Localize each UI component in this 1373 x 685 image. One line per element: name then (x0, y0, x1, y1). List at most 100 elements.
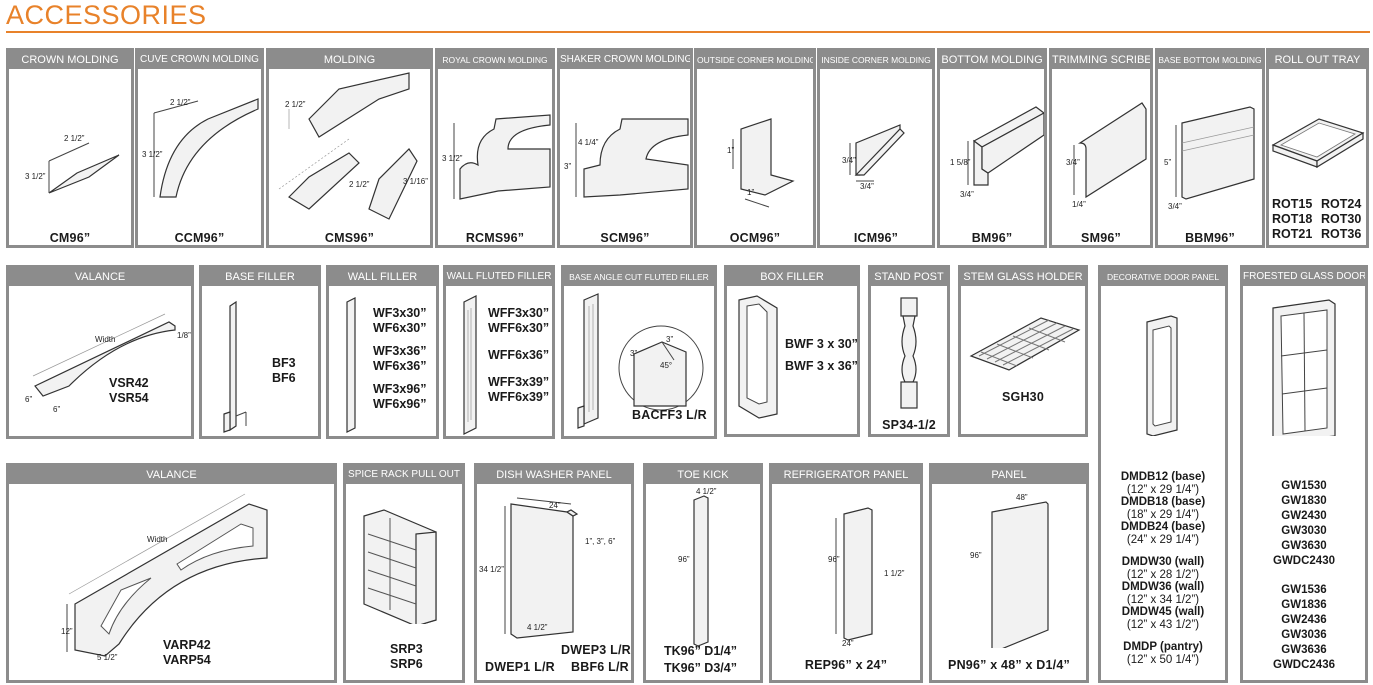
card-title: FROESTED GLASS DOOR (1243, 268, 1365, 286)
dim-left: 2 1/2” (349, 180, 370, 189)
product-size: (12” x 28 1/2”) (1126, 568, 1200, 581)
product-code: GW1530 (1281, 480, 1327, 492)
product-size: (12” x 43 1/2”) (1126, 618, 1200, 631)
decorative-door-panel-drawing (1146, 315, 1178, 436)
card-title: BOX FILLER (727, 268, 857, 286)
product-code: BBM96” (1185, 231, 1235, 245)
toe-kick-drawing: 4 1/2” 96” (678, 487, 717, 647)
product-size: (12” x 50 1/4”) (1126, 653, 1200, 666)
decorative-door-panel-list: DMDB12 (base) (12” x 29 1/4”) DMDB18 (ba… (1101, 471, 1225, 666)
card-curve-crown-molding: CUVE CROWN MOLDING 2 1/2” 3 1/2” CCM96” (135, 48, 264, 248)
dim-right: 3 1/16” (403, 177, 428, 186)
card-title: OUTSIDE CORNER MOLDING (697, 51, 813, 69)
card-title: DISH WASHER PANEL (477, 466, 631, 484)
dim-angle: 45° (660, 361, 672, 370)
dim-length: 96” (678, 555, 690, 564)
product-code: SCM96” (600, 231, 650, 245)
valance-varp-codes: VARP42 VARP54 (163, 638, 211, 668)
dim-depth: 3” (564, 162, 571, 171)
product-code: SGH30 (1002, 390, 1044, 404)
product-code: WFF6x39” (488, 390, 550, 404)
product-code: ROT24 (1321, 197, 1362, 211)
product-code: PN96” x 48” x D1/4” (948, 658, 1070, 672)
base-bottom-molding-drawing: 5” 3/4” (1164, 106, 1255, 211)
card-title: WALL FLUTED FILLER (446, 268, 552, 286)
trimming-scribe-drawing: 3/4” 1/4” (1066, 102, 1147, 209)
card-bottom-molding: BOTTOM MOLDING 1 5/8” 3/4” BM96” (937, 48, 1047, 248)
dim-height: 4 1/4” (578, 138, 599, 147)
dim-thickness: 1/8” (177, 331, 191, 340)
dim-height: 3 1/2” (142, 150, 163, 159)
product-code: WF3x96” (373, 382, 427, 396)
dim-height: 3 1/2” (25, 172, 46, 181)
dim-width: 24” (549, 501, 561, 510)
card-base-bottom-molding: BASE BOTTOM MOLDING 5” 3/4” BBM96” (1155, 48, 1265, 248)
card-crown-molding: CROWN MOLDING 2 1/2” 3 1/2” CM96” (6, 48, 134, 248)
dish-washer-panel-drawing: 24” 34 1/2” 1”, 3”, 6” 4 1/2” (479, 497, 616, 639)
product-code: WF3x30” (373, 306, 427, 320)
product-code: GWDC2436 (1273, 659, 1335, 671)
card-panel: PANEL 48” 96” PN96” x 48” x D1/4” (929, 463, 1089, 683)
dim-height: 1” (727, 146, 734, 155)
product-code: VARP42 (163, 638, 211, 652)
card-title: PANEL (932, 466, 1086, 484)
product-size: (24” x 29 1/4”) (1126, 533, 1200, 546)
product-code: VSR54 (109, 391, 149, 405)
box-filler-codes: BWF 3 x 30” BWF 3 x 36” (785, 334, 858, 373)
product-code: BF6 (272, 371, 296, 385)
royal-crown-molding-drawing: 3 1/2” (442, 114, 551, 200)
product-code: WFF6x36” (488, 348, 550, 362)
card-valance-vsr: VALANCE Width 1/8” 6” 6” VSR42 VSR54 (6, 265, 194, 439)
dim-depth-options: 1”, 3”, 6” (585, 537, 616, 546)
refrigerator-panel-drawing: 96” 1 1/2” 24” (828, 507, 905, 648)
valance-vsr-drawing: Width 1/8” 6” 6” (25, 313, 191, 414)
card-outside-corner-molding: OUTSIDE CORNER MOLDING 1” 1” OCM96” (694, 48, 816, 248)
card-dish-washer-panel: DISH WASHER PANEL 24” 34 1/2” 1”, 3”, 6”… (474, 463, 634, 683)
product-code: DWEP1 L/R (485, 660, 555, 674)
card-title: ROYAL CROWN MOLDING (438, 51, 552, 69)
card-title: WALL FILLER (329, 268, 436, 286)
dim-height: 3/4” (1066, 158, 1080, 167)
crown-molding-drawing: 2 1/2” 3 1/2” (25, 134, 120, 194)
base-angle-cut-fluted-filler-drawing: 3” 3” 45° (577, 293, 704, 429)
product-code: CCM96” (174, 231, 225, 245)
page-title: ACCESSORIES (6, 0, 207, 30)
dim-width: 24” (842, 639, 854, 648)
card-valance-varp: VALANCE Width 12” 5 1/2” VARP42 VARP54 (6, 463, 337, 683)
card-base-angle-cut-fluted-filler: BASE ANGLE CUT FLUTED FILLER 3” 3” 45° B… (561, 265, 717, 439)
valance-varp-drawing: Width 12” 5 1/2” (61, 493, 268, 662)
product-code: DMDP (pantry) (1123, 641, 1203, 653)
card-trimming-scribe: TRIMMING SCRIBE 3/4” 1/4” SM96” (1049, 48, 1153, 248)
product-code: TK96” D1/4” (664, 644, 737, 658)
product-code: WFF6x30” (488, 321, 550, 335)
product-code: DMDW30 (wall) (1121, 556, 1205, 568)
card-title: CUVE CROWN MOLDING (138, 51, 261, 69)
product-code: DMDB12 (base) (1120, 471, 1206, 483)
toe-kick-codes: TK96” D1/4” TK96” D3/4” (664, 643, 737, 675)
dim-depth: 1/4” (1072, 200, 1086, 209)
card-title: TRIMMING SCRIBE (1052, 51, 1150, 69)
product-code: CM96” (49, 231, 91, 245)
card-inside-corner-molding: INSIDE CORNER MOLDING 3/4” 3/4” ICM96” (817, 48, 935, 248)
card-decorative-door-panel: DECORATIVE DOOR PANEL DMDB12 (base) (12”… (1098, 265, 1228, 683)
product-code: GW3030 (1281, 525, 1327, 537)
card-title: STEM GLASS HOLDER (961, 268, 1085, 286)
base-filler-codes: BF3 BF6 (272, 356, 296, 386)
wall-fluted-filler-drawing (463, 295, 477, 435)
card-title: TOE KICK (646, 466, 760, 484)
product-code: CMS96” (324, 231, 375, 245)
curve-crown-molding-drawing: 2 1/2” 3 1/2” (142, 98, 259, 198)
card-wall-fluted-filler: WALL FLUTED FILLER WFF3x30” WFF6x30” WFF… (443, 265, 555, 439)
product-code: GW3636 (1281, 644, 1327, 656)
wall-filler-drawing (346, 297, 356, 433)
product-code: RCMS96” (465, 231, 525, 245)
dim-toe: 4 1/2” (527, 623, 548, 632)
dim-top: 2 1/2” (285, 100, 306, 109)
card-toe-kick: TOE KICK 4 1/2” 96” TK96” D1/4” TK96” D3… (643, 463, 763, 683)
dim-height: 34 1/2” (479, 565, 504, 574)
card-title: ROLL OUT TRAY (1269, 51, 1366, 69)
product-code: ROT15 (1272, 197, 1313, 211)
card-base-filler: BASE FILLER BF3 BF6 (199, 265, 321, 439)
card-refrigerator-panel: REFRIGERATOR PANEL 96” 1 1/2” 24” REP96”… (769, 463, 923, 683)
